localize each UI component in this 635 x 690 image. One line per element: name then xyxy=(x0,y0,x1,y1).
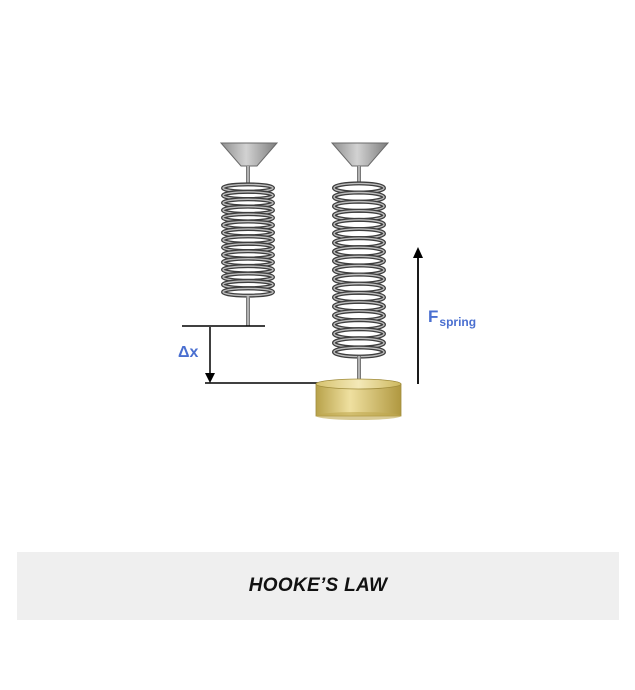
left-bottom-rod xyxy=(246,296,250,326)
right-spring-coils xyxy=(332,181,386,359)
right-bottom-rod xyxy=(357,356,361,382)
spring-force-label: Fspring xyxy=(428,307,477,329)
hanging-weight xyxy=(315,378,402,420)
relaxed-spring xyxy=(182,142,279,327)
force-symbol: F xyxy=(428,307,439,326)
hookes-law-diagram xyxy=(182,142,423,420)
caption-title: HOOKE’S LAW xyxy=(248,575,388,596)
stretched-spring xyxy=(315,142,402,420)
caption-bar: HOOKE’S LAW xyxy=(17,552,619,620)
left-mount-funnel xyxy=(219,142,279,167)
displacement-arrow-head xyxy=(205,373,215,383)
left-top-rod xyxy=(246,166,250,184)
left-spring-coils xyxy=(221,182,275,298)
displacement-label: Δx xyxy=(178,344,199,361)
displacement-marker xyxy=(205,327,318,384)
left-coil-loop-highlight xyxy=(222,287,274,297)
right-top-rod xyxy=(357,166,361,184)
force-subscript: spring xyxy=(439,315,477,329)
spring-force-arrow xyxy=(413,247,423,384)
right-mount-funnel xyxy=(330,142,390,167)
